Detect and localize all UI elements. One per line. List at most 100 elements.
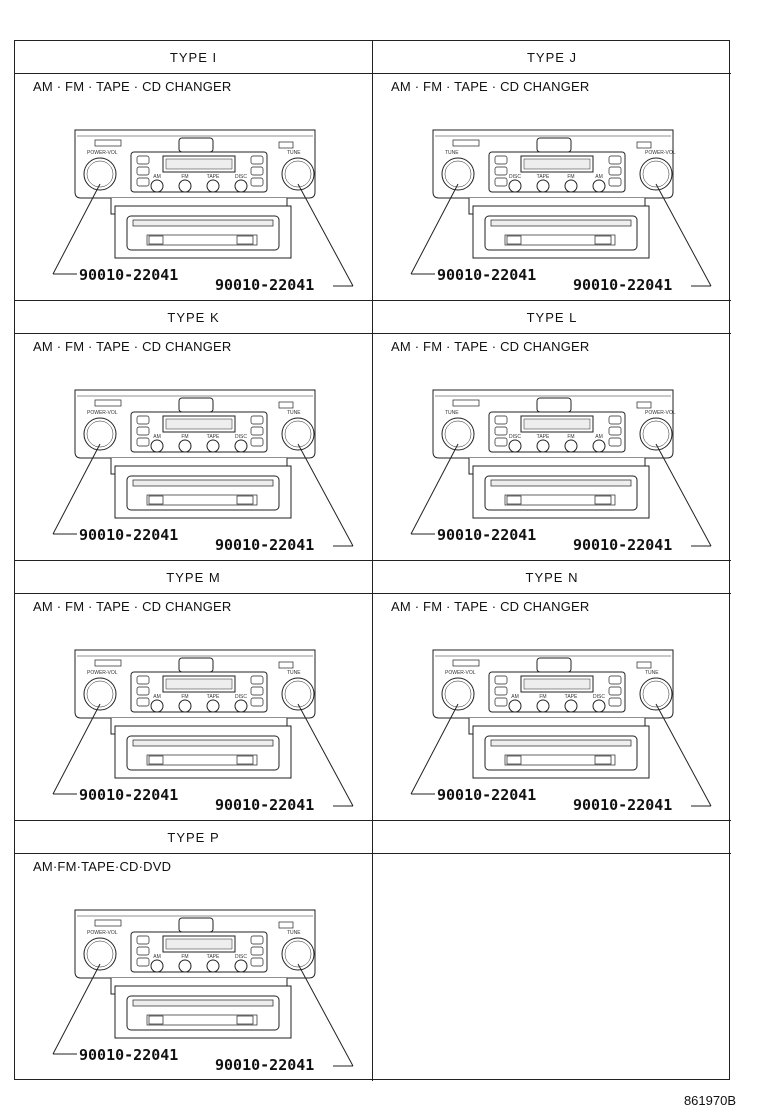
part-number-left: 90010-22041 bbox=[79, 1046, 178, 1064]
part-number-left: 90010-22041 bbox=[437, 786, 536, 804]
left-seek-button bbox=[136, 415, 150, 425]
type-name: TYPE K bbox=[15, 301, 372, 334]
left-knob-ring bbox=[86, 680, 114, 708]
source-button bbox=[178, 959, 192, 973]
tape-control-strip bbox=[146, 754, 258, 766]
cassette-slot bbox=[490, 219, 632, 227]
right-knob-ring bbox=[284, 160, 312, 188]
right-seek-button bbox=[250, 686, 264, 696]
source-button-label: DISC bbox=[235, 694, 247, 700]
source-button-label: FM bbox=[567, 434, 574, 440]
left-seek-button bbox=[136, 675, 150, 685]
leader-line-right bbox=[297, 703, 354, 807]
right-knob-label: TUNE bbox=[287, 410, 301, 416]
part-number-right: 90010-22041 bbox=[215, 276, 314, 294]
leader-line-right bbox=[655, 443, 712, 547]
tape-control-strip bbox=[146, 234, 258, 246]
lcd-screen bbox=[523, 678, 591, 690]
left-knob-label: TUNE bbox=[445, 150, 459, 156]
empty-cell bbox=[373, 821, 731, 1081]
brand-logo bbox=[452, 139, 480, 147]
source-button bbox=[206, 699, 220, 713]
source-button-label: TAPE bbox=[207, 434, 220, 440]
source-button-label: TAPE bbox=[207, 954, 220, 960]
part-number-right: 90010-22041 bbox=[573, 276, 672, 294]
right-knob bbox=[639, 157, 673, 191]
source-button bbox=[536, 179, 550, 193]
eject-button bbox=[148, 495, 164, 505]
left-knob bbox=[441, 417, 475, 451]
dolby-logo bbox=[278, 141, 294, 149]
right-seek-button bbox=[250, 415, 264, 425]
source-button-label: AM bbox=[511, 694, 519, 700]
source-button-label: AM bbox=[153, 174, 161, 180]
right-knob bbox=[639, 677, 673, 711]
dolby-logo bbox=[278, 921, 294, 929]
source-button-label: FM bbox=[181, 434, 188, 440]
source-button-label: DISC bbox=[235, 434, 247, 440]
left-knob-label: POWER-VOL bbox=[445, 670, 476, 676]
left-knob-ring bbox=[86, 940, 114, 968]
source-button-label: AM bbox=[595, 434, 603, 440]
right-knob bbox=[281, 677, 315, 711]
left-knob-label: POWER-VOL bbox=[87, 150, 118, 156]
leader-line-right bbox=[297, 963, 354, 1067]
brand-logo bbox=[452, 659, 480, 667]
left-seek-button bbox=[494, 415, 508, 425]
source-button-label: DISC bbox=[593, 694, 605, 700]
type-name: TYPE P bbox=[15, 821, 372, 854]
right-knob bbox=[281, 937, 315, 971]
eject-button bbox=[148, 1015, 164, 1025]
left-knob bbox=[83, 937, 117, 971]
right-seek-button bbox=[250, 166, 264, 176]
type-description: AM · FM · TAPE · CD CHANGER bbox=[33, 599, 232, 614]
brand-logo bbox=[94, 659, 122, 667]
right-seek-button bbox=[608, 426, 622, 436]
type-name: TYPE M bbox=[15, 561, 372, 594]
leader-line-left bbox=[410, 443, 459, 535]
top-display-window bbox=[178, 137, 214, 153]
type-description: AM · FM · TAPE · CD CHANGER bbox=[33, 339, 232, 354]
left-knob bbox=[83, 157, 117, 191]
right-seek-button bbox=[250, 426, 264, 436]
source-button-label: TAPE bbox=[207, 694, 220, 700]
top-display-window bbox=[536, 397, 572, 413]
top-display-window bbox=[536, 137, 572, 153]
dolby-logo bbox=[278, 661, 294, 669]
part-number-left: 90010-22041 bbox=[79, 526, 178, 544]
cassette-slot bbox=[490, 479, 632, 487]
lcd-screen bbox=[165, 938, 233, 950]
cassette-slot bbox=[132, 219, 274, 227]
right-knob-ring bbox=[642, 680, 670, 708]
top-display-window bbox=[178, 657, 214, 673]
part-number-left: 90010-22041 bbox=[437, 266, 536, 284]
source-button bbox=[234, 439, 248, 453]
source-button bbox=[564, 179, 578, 193]
source-button bbox=[234, 959, 248, 973]
top-display-window bbox=[536, 657, 572, 673]
tape-button bbox=[594, 755, 612, 765]
source-button-label: AM bbox=[153, 694, 161, 700]
source-button-label: DISC bbox=[235, 954, 247, 960]
dolby-logo bbox=[636, 661, 652, 669]
source-button bbox=[206, 439, 220, 453]
source-button-label: FM bbox=[181, 954, 188, 960]
right-knob bbox=[281, 157, 315, 191]
source-button-label: FM bbox=[539, 694, 546, 700]
empty-header bbox=[373, 821, 731, 854]
source-button-label: DISC bbox=[235, 174, 247, 180]
left-knob-ring bbox=[444, 160, 472, 188]
right-seek-button bbox=[608, 415, 622, 425]
cassette-slot bbox=[132, 479, 274, 487]
type-description: AM · FM · TAPE · CD CHANGER bbox=[33, 79, 232, 94]
